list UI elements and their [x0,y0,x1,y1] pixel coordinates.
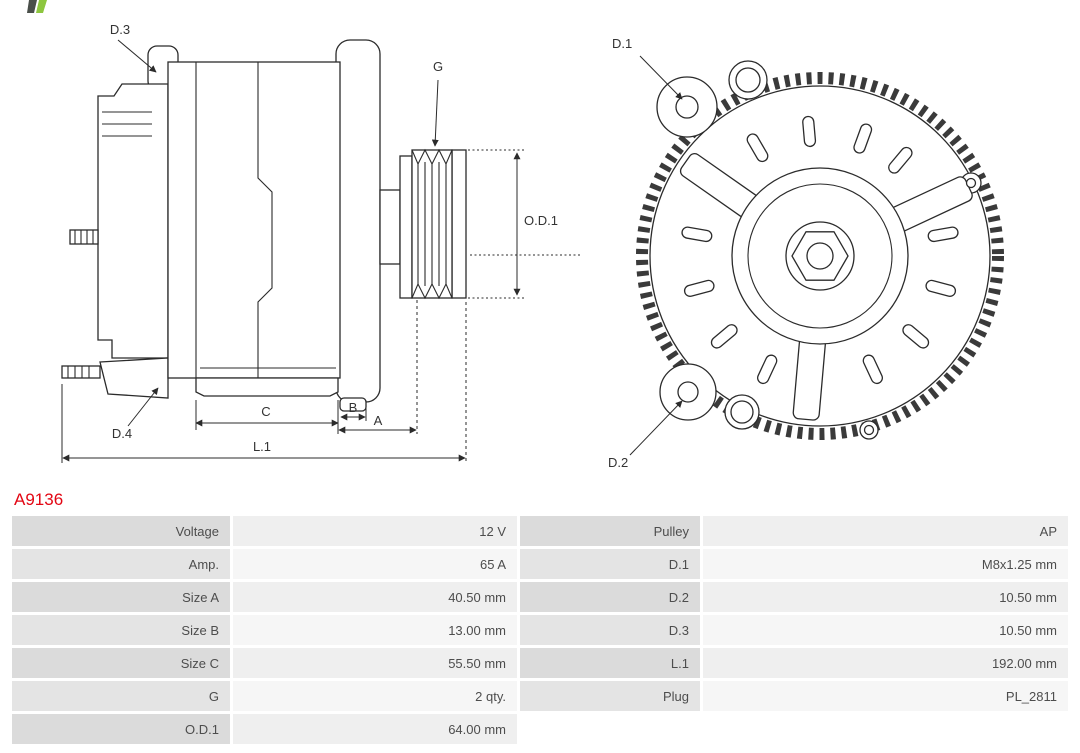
dim-label-b: B [349,400,358,415]
dim-leader-d4 [127,387,159,427]
dim-label-d4: D.4 [112,426,132,441]
pulley-left-flange [399,155,413,299]
stator-body [167,61,341,379]
spec-value: 192.00 mm [703,648,1068,678]
serrated-ring [636,72,1004,440]
logo-green-shape [36,0,47,13]
spec-row: Size A 40.50 mm D.2 10.50 mm [12,582,1068,612]
spec-label: Amp. [12,549,230,579]
pulley-right-flange [451,149,467,299]
spec-label: D.3 [520,615,700,645]
spec-row: Voltage 12 V Pulley AP [12,516,1068,546]
side-view-drawing: D.3 G O.D.1 D.4 C B A L.1 [61,22,580,463]
shaft-collar [379,189,401,265]
part-number: A9136 [14,490,64,509]
spec-value: 12 V [233,516,517,546]
rear-housing [97,83,169,359]
spec-label: D.1 [520,549,700,579]
spec-value: 40.50 mm [233,582,517,612]
vent-slot [927,226,959,243]
vent-slot [683,279,715,297]
spec-label: Size A [12,582,230,612]
spec-value: 10.50 mm [703,615,1068,645]
mount-hole-d2 [677,381,699,403]
vent-slot [925,279,957,297]
spec-table: Voltage 12 V Pulley AP Amp. 65 A D.1 M8x… [12,516,1068,744]
vent-slot [862,354,883,385]
vent-slot [710,324,738,349]
vent-slot [681,226,713,243]
small-hole [863,424,875,436]
spec-label: D.2 [520,582,700,612]
spec-value: 10.50 mm [703,582,1068,612]
front-view-drawing: D.1 D.2 [608,36,1004,470]
spec-value: M8x1.25 mm [703,549,1068,579]
dim-leader-d2 [629,400,683,456]
logo-fragment [27,0,47,18]
vent-slot [746,133,769,163]
dim-label-c: C [261,404,270,419]
mount-hole [730,400,754,424]
as-pl-logo-fragment-icon [27,0,47,13]
alternator-drawing-svg: D.3 G O.D.1 D.4 C B A L.1 [61,22,1004,470]
pulley-inner-ring [747,183,893,329]
spec-row: O.D.1 64.00 mm [12,714,1068,744]
spec-value: 13.00 mm [233,615,517,645]
dim-label-d1: D.1 [612,36,632,51]
spec-label: Plug [520,681,700,711]
dim-label-od1: O.D.1 [524,213,558,228]
front-bracket [335,39,381,403]
mount-hole-d1 [675,95,699,119]
spec-value: AP [703,516,1068,546]
shaft-end [806,242,834,270]
spec-row: Amp. 65 A D.1 M8x1.25 mm [12,549,1068,579]
dim-label-d3: D.3 [110,22,130,37]
mount-hole [735,67,761,93]
dim-label-a: A [374,413,383,428]
spec-value-empty [703,714,1068,744]
spec-label: Pulley [520,516,700,546]
vent-slot [902,324,930,349]
logo-dark-shape [27,0,37,13]
technical-drawings: D.3 G O.D.1 D.4 C B A L.1 [61,22,1004,470]
body-step-seam [257,62,273,378]
terminal-stud [69,229,99,245]
dim-label-g: G [433,59,443,74]
dim-leader-d1 [639,55,683,100]
spec-row: Size C 55.50 mm L.1 192.00 mm [12,648,1068,678]
vent-slot [888,146,913,174]
spec-label: L.1 [520,648,700,678]
spec-value: 2 qty. [233,681,517,711]
spec-label-empty [520,714,700,744]
vent-slot [757,354,778,385]
spec-value: 64.00 mm [233,714,517,744]
vent-slot [802,115,817,148]
side-bottom-lug [99,357,169,399]
spec-label: Size B [12,615,230,645]
spec-row: G 2 qty. Plug PL_2811 [12,681,1068,711]
terminal-stud [61,365,101,379]
spec-label: G [12,681,230,711]
dim-label-d2: D.2 [608,455,628,470]
dim-leader-d3 [117,39,157,73]
bottom-foot [195,377,339,397]
spec-value: PL_2811 [703,681,1068,711]
dim-leader-g [431,79,439,147]
spec-value: 65 A [233,549,517,579]
spec-value: 55.50 mm [233,648,517,678]
spec-label: Size C [12,648,230,678]
spec-label: O.D.1 [12,714,230,744]
spec-label: Voltage [12,516,230,546]
small-hole [965,177,977,189]
spec-row: Size B 13.00 mm D.3 10.50 mm [12,615,1068,645]
vent-slot [853,123,873,154]
dim-label-l1: L.1 [253,439,271,454]
